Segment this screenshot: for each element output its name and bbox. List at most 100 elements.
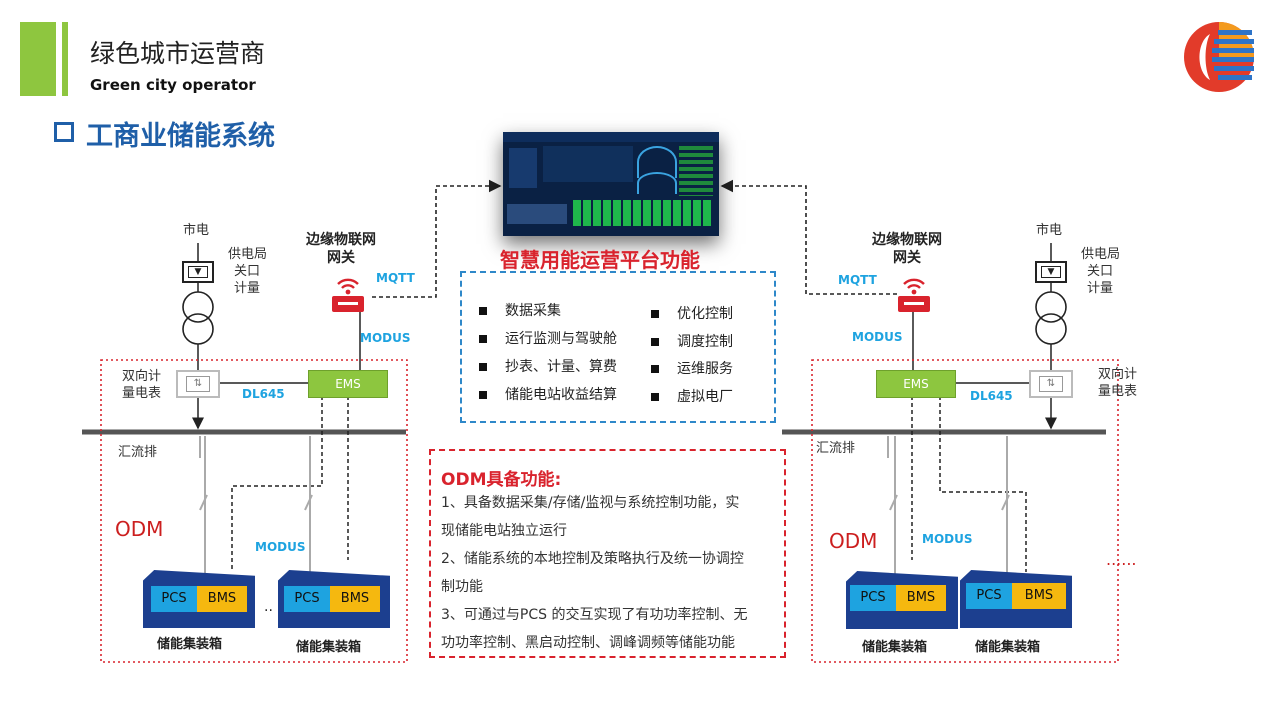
right-container-2-bms: BMS <box>1012 583 1066 609</box>
function-item: 优化控制 <box>651 303 733 323</box>
function-label: 数据采集 <box>505 303 561 319</box>
odm-line: 2、储能系统的本地控制及策略执行及统一协调控 <box>441 551 744 567</box>
platform-function-list <box>460 271 776 423</box>
right-gateway-router-icon <box>898 278 930 312</box>
right-grid-label: 市电 <box>1036 223 1063 238</box>
page-subtitle: Green city operator <box>90 76 256 94</box>
function-label: 调度控制 <box>677 334 733 350</box>
left-supply-meter-icon: ▼ <box>182 261 214 283</box>
left-odm-label: ODM <box>115 517 164 541</box>
left-bidir-meter-icon: ⇅ <box>176 370 220 398</box>
function-label: 抄表、计量、算费 <box>505 359 617 375</box>
left-mqtt-label: MQTT <box>376 271 415 285</box>
left-meter-label-line2: 关口 <box>234 264 261 279</box>
company-logo <box>1184 22 1254 92</box>
header-accent-bar <box>20 22 56 96</box>
odm-box-text: 1、具备数据采集/存储/监视与系统控制功能，实 现储能电站独立运行 2、储能系统… <box>441 489 781 657</box>
right-gateway-label: 边缘物联网 网关 <box>872 231 942 267</box>
right-bidir-line1: 双向计 <box>1098 367 1138 382</box>
odm-line: 功功率控制、黑启动控制、调峰调频等储能功能 <box>441 635 735 651</box>
page-title: 绿色城市运营商 <box>90 39 266 68</box>
right-dl645-label: DL645 <box>970 389 1013 403</box>
function-label: 储能电站收益结算 <box>505 387 617 403</box>
right-container-1: PCS BMS <box>846 571 966 631</box>
left-meter-label: 供电局 关口 计量 <box>228 246 267 297</box>
left-container-2-bms: BMS <box>330 586 380 612</box>
function-label: 虚拟电厂 <box>677 389 733 405</box>
odm-function-box <box>429 449 786 658</box>
right-meter-label-line2: 关口 <box>1087 264 1114 279</box>
right-bidir-line2: 量电表 <box>1098 384 1138 399</box>
left-container-2-pcs: PCS <box>284 586 330 612</box>
bullet-square-icon <box>651 338 659 346</box>
left-bidir-line1: 双向计 <box>122 369 162 384</box>
left-meter-label-line3: 计量 <box>234 281 261 296</box>
function-label: 运维服务 <box>677 361 733 377</box>
right-container-2-label: 储能集装箱 <box>975 640 1041 655</box>
odm-line: 1、具备数据采集/存储/监视与系统控制功能，实 <box>441 495 740 511</box>
function-item: 运维服务 <box>651 358 733 378</box>
bullet-square-icon <box>651 393 659 401</box>
bullet-square-icon <box>479 307 487 315</box>
header-accent-thin-bar <box>62 22 68 96</box>
right-odm-label: ODM <box>829 529 878 553</box>
left-gateway-label-line2: 网关 <box>327 250 355 266</box>
right-mqtt-label: MQTT <box>838 273 877 287</box>
right-bidir-meter-label: 双向计 量电表 <box>1098 366 1137 400</box>
left-container-2-label: 储能集装箱 <box>296 640 362 655</box>
left-grid-label: 市电 <box>183 223 210 238</box>
left-container-1-label: 储能集装箱 <box>157 637 223 652</box>
bullet-square-icon <box>651 310 659 318</box>
right-meter-label-line3: 计量 <box>1087 281 1114 296</box>
function-label: 优化控制 <box>677 306 733 322</box>
right-meter-label: 供电局 关口 计量 <box>1081 246 1120 297</box>
right-busbar-label: 汇流排 <box>816 441 856 456</box>
function-item: 虚拟电厂 <box>651 386 733 406</box>
bullet-square-icon <box>651 365 659 373</box>
function-item: 数据采集 <box>479 300 561 320</box>
left-modus-bottom-label: MODUS <box>255 540 306 554</box>
left-container-2: PCS BMS <box>278 570 398 630</box>
odm-line: 3、可通过与PCS 的交互实现了有功功率控制、无 <box>441 607 748 623</box>
function-label: 运行监测与驾驶舱 <box>505 331 617 347</box>
left-gateway-label-line1: 边缘物联网 <box>306 232 376 248</box>
left-modus-top-label: MODUS <box>360 331 411 345</box>
function-item: 调度控制 <box>651 331 733 351</box>
left-container-1: PCS BMS <box>143 570 263 630</box>
function-item: 运行监测与驾驶舱 <box>479 328 617 348</box>
right-container-2: PCS BMS <box>960 570 1080 630</box>
platform-dashboard-screenshot <box>503 132 719 236</box>
platform-title: 智慧用能运营平台功能 <box>500 248 700 272</box>
right-supply-meter-icon: ▼ <box>1035 261 1067 283</box>
left-container-1-bms: BMS <box>197 586 247 612</box>
right-ems-box: EMS <box>876 370 956 398</box>
odm-line: 现储能电站独立运行 <box>441 523 567 539</box>
section-bullet-icon <box>54 122 74 142</box>
function-item: 抄表、计量、算费 <box>479 356 617 376</box>
right-gateway-label-line2: 网关 <box>893 250 921 266</box>
right-container-1-label: 储能集装箱 <box>862 640 928 655</box>
odm-line: 制功能 <box>441 579 483 595</box>
function-item: 储能电站收益结算 <box>479 384 617 404</box>
bullet-square-icon <box>479 335 487 343</box>
left-container-ellipsis: ·· <box>264 603 273 619</box>
right-modus-bottom-label: MODUS <box>922 532 973 546</box>
right-container-1-bms: BMS <box>896 585 946 611</box>
left-dl645-label: DL645 <box>242 387 285 401</box>
right-gateway-label-line1: 边缘物联网 <box>872 232 942 248</box>
right-more-ellipsis: ...... <box>1106 550 1137 569</box>
left-bidir-meter-label: 双向计 量电表 <box>122 368 161 402</box>
right-container-2-pcs: PCS <box>966 583 1012 609</box>
right-container-1-pcs: PCS <box>850 585 896 611</box>
left-gateway-label: 边缘物联网 网关 <box>306 231 376 267</box>
right-modus-top-label: MODUS <box>852 330 903 344</box>
odm-box-title: ODM具备功能: <box>441 470 562 490</box>
left-container-1-pcs: PCS <box>151 586 197 612</box>
left-ems-box: EMS <box>308 370 388 398</box>
left-busbar-label: 汇流排 <box>118 445 158 460</box>
left-bidir-line2: 量电表 <box>122 386 162 401</box>
left-gateway-router-icon <box>332 278 364 312</box>
right-meter-label-line1: 供电局 <box>1081 247 1121 262</box>
bullet-square-icon <box>479 391 487 399</box>
